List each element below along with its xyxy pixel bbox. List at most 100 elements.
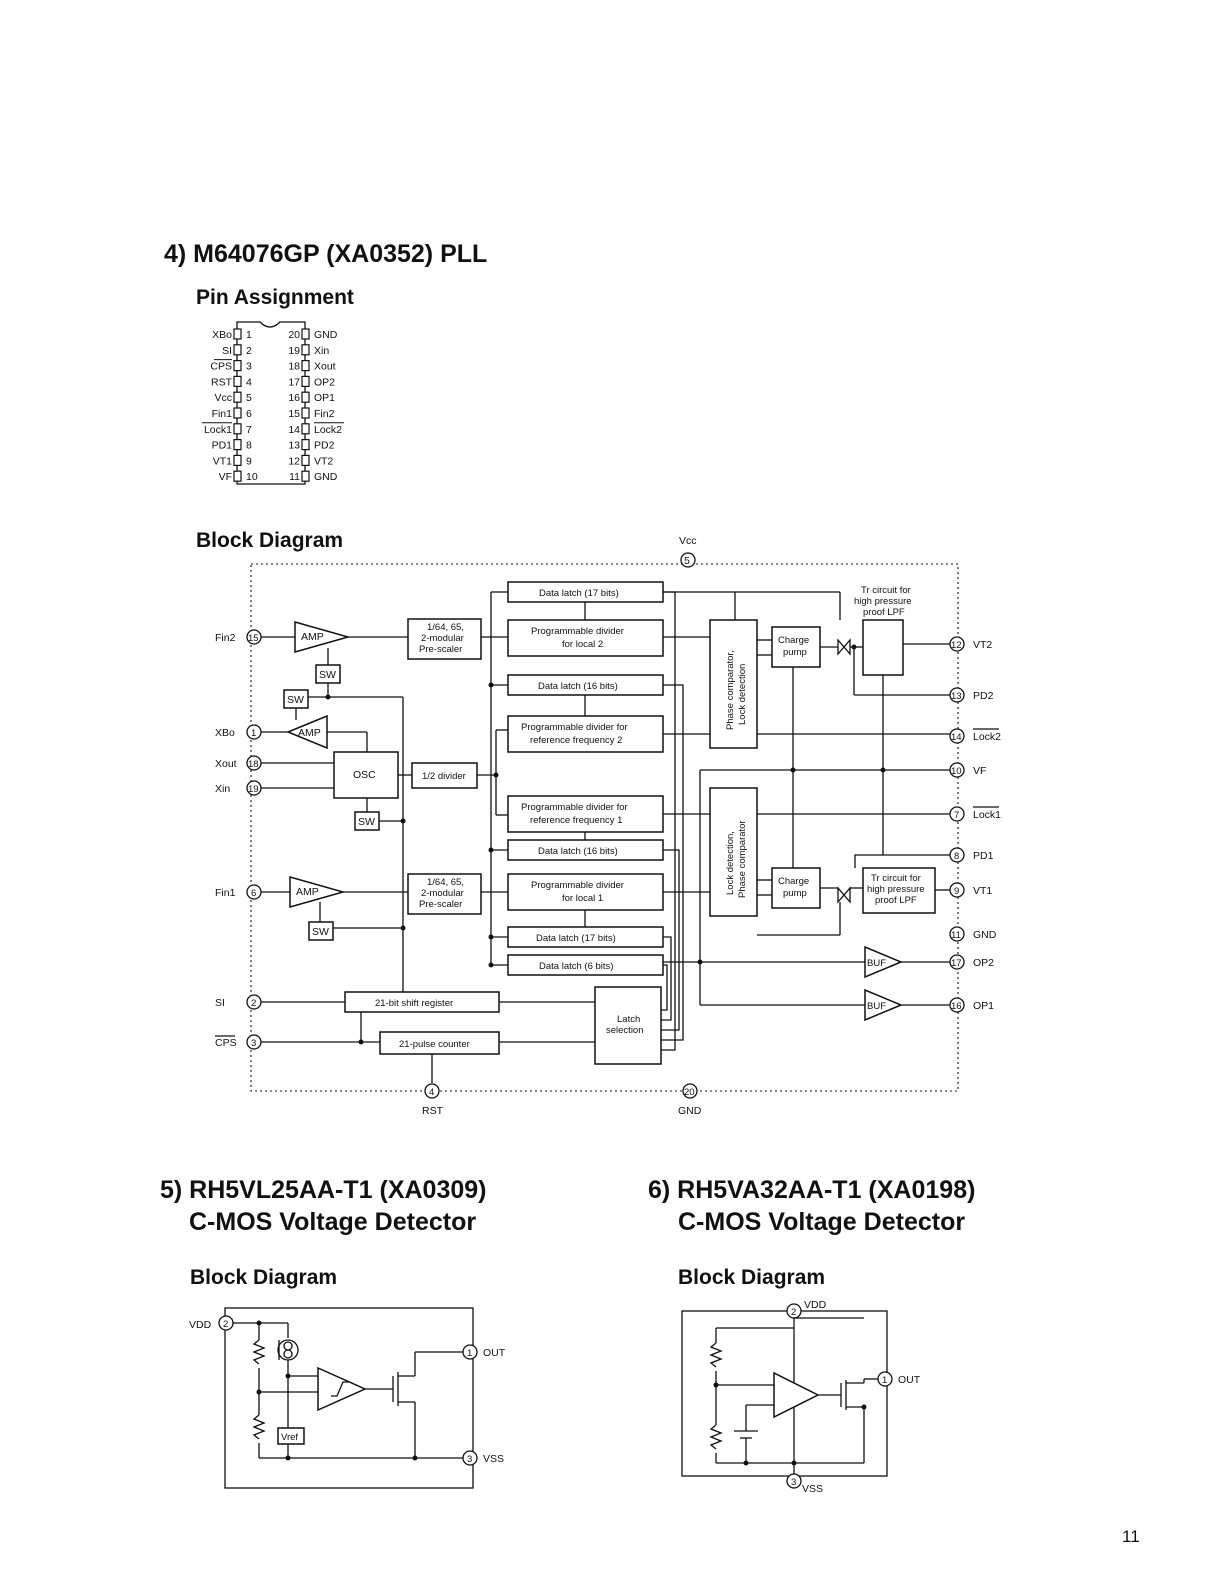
vcc-label: Vcc <box>679 535 697 547</box>
svg-text:OP1: OP1 <box>314 392 335 404</box>
gnd-label: GND <box>678 1105 702 1117</box>
comparator-5 <box>317 1366 367 1412</box>
vcc-pin <box>680 552 696 568</box>
buf-op2 <box>864 945 903 979</box>
power-frame <box>250 563 959 1092</box>
svg-text:Xin: Xin <box>314 345 329 357</box>
svg-text:Lock detection,: Lock detection, <box>725 831 736 895</box>
svg-text:SW: SW <box>287 694 304 706</box>
svg-text:XBo: XBo <box>215 727 235 739</box>
svg-text:18: 18 <box>288 361 300 373</box>
svg-text:for local 1: for local 1 <box>562 893 603 904</box>
svg-text:high pressure: high pressure <box>854 596 912 607</box>
svg-text:Latch: Latch <box>617 1014 640 1025</box>
phase-comparator-1 <box>709 787 758 917</box>
svg-text:Fin2: Fin2 <box>314 408 335 420</box>
svg-text:Phase comparator,: Phase comparator, <box>725 650 736 730</box>
svg-text:VSS: VSS <box>802 1483 823 1495</box>
svg-text:2-modular: 2-modular <box>421 633 464 644</box>
svg-text:16: 16 <box>951 1001 962 1012</box>
svg-text:Fin2: Fin2 <box>215 632 236 644</box>
prog-divider-local1 <box>507 873 664 911</box>
pin-vf: 10 VF <box>949 762 986 778</box>
svg-text:XBo: XBo <box>212 329 232 341</box>
svg-text:7: 7 <box>246 424 252 436</box>
svg-text:for local 2: for local 2 <box>562 639 603 650</box>
svg-text:2: 2 <box>251 998 256 1009</box>
svg-text:8: 8 <box>954 851 959 862</box>
pin-vt1: 9 VT1 <box>949 882 992 898</box>
svg-text:Pre-scaler: Pre-scaler <box>419 899 462 910</box>
pin-pd1: 8 PD1 <box>949 847 994 863</box>
svg-text:Xin: Xin <box>215 783 230 795</box>
svg-text:Programmable divider: Programmable divider <box>531 880 624 891</box>
svg-text:5: 5 <box>246 392 252 404</box>
buf-op1 <box>864 988 903 1022</box>
svg-text:proof LPF: proof LPF <box>875 895 917 906</box>
block-diagram-title-6: Block Diagram <box>678 1266 826 1289</box>
svg-text:6: 6 <box>251 888 256 899</box>
comparator-6 <box>773 1371 820 1419</box>
svg-text:Lock2: Lock2 <box>973 731 1001 743</box>
block-diagram-title-5: Block Diagram <box>190 1266 338 1289</box>
pin-op1: 16 OP1 <box>949 997 994 1013</box>
svg-text:3: 3 <box>246 361 252 373</box>
svg-text:SI: SI <box>215 997 225 1009</box>
resistor-bottom <box>252 1414 266 1440</box>
svg-text:21-bit shift register: 21-bit shift register <box>375 998 453 1009</box>
svg-text:4: 4 <box>429 1087 434 1098</box>
svg-text:VDD: VDD <box>189 1319 212 1331</box>
latch-selection <box>594 986 662 1065</box>
svg-text:19: 19 <box>248 784 259 795</box>
svg-text:10: 10 <box>951 766 962 777</box>
rst-pin <box>424 1083 440 1099</box>
svg-text:11: 11 <box>289 471 300 483</box>
prescaler-1 <box>407 873 482 915</box>
svg-text:OSC: OSC <box>353 769 376 781</box>
pin-pd2: 13 PD2 <box>949 687 994 703</box>
svg-text:1/2 divider: 1/2 divider <box>422 771 466 782</box>
svg-text:1/64, 65,: 1/64, 65, <box>427 622 464 633</box>
pin-lock2: 14 Lock2 <box>949 728 1001 744</box>
svg-text:1/64, 65,: 1/64, 65, <box>427 877 464 888</box>
svg-text:16: 16 <box>288 392 300 404</box>
svg-text:OUT: OUT <box>483 1347 506 1359</box>
pin-cps: CPS 3 <box>215 1034 262 1050</box>
svg-text:SW: SW <box>358 816 375 828</box>
svg-text:VT2: VT2 <box>314 455 333 467</box>
gnd-pin-20 <box>682 1083 698 1099</box>
svg-text:OP2: OP2 <box>314 376 335 388</box>
pin-fin2: Fin2 15 <box>215 629 262 645</box>
svg-text:proof LPF: proof LPF <box>863 607 905 618</box>
svg-text:selection: selection <box>606 1025 644 1036</box>
svg-text:11: 11 <box>951 930 961 941</box>
svg-text:Tr circuit for: Tr circuit for <box>871 873 921 884</box>
tr-circuit-top <box>862 619 904 676</box>
tr-circuit-bottom <box>862 867 936 914</box>
svg-text:18: 18 <box>248 759 259 770</box>
svg-text:15: 15 <box>288 408 300 420</box>
package-frame <box>224 1307 474 1489</box>
page-number: 11 <box>1122 1527 1140 1546</box>
svg-text:VDD: VDD <box>804 1299 827 1311</box>
svg-text:2-modular: 2-modular <box>421 888 464 899</box>
svg-text:PD1: PD1 <box>212 440 233 452</box>
phase-comparator-2 <box>709 619 758 749</box>
pin-right-19: 19 Xin <box>288 344 329 357</box>
svg-text:1: 1 <box>251 728 256 739</box>
svg-text:OUT: OUT <box>898 1374 921 1386</box>
svg-text:19: 19 <box>288 345 300 357</box>
resistor-top <box>252 1339 266 1365</box>
svg-text:reference frequency 1: reference frequency 1 <box>530 815 622 826</box>
pin-xout: Xout 18 <box>215 755 262 771</box>
svg-text:Data latch (17 bits): Data latch (17 bits) <box>536 933 616 944</box>
